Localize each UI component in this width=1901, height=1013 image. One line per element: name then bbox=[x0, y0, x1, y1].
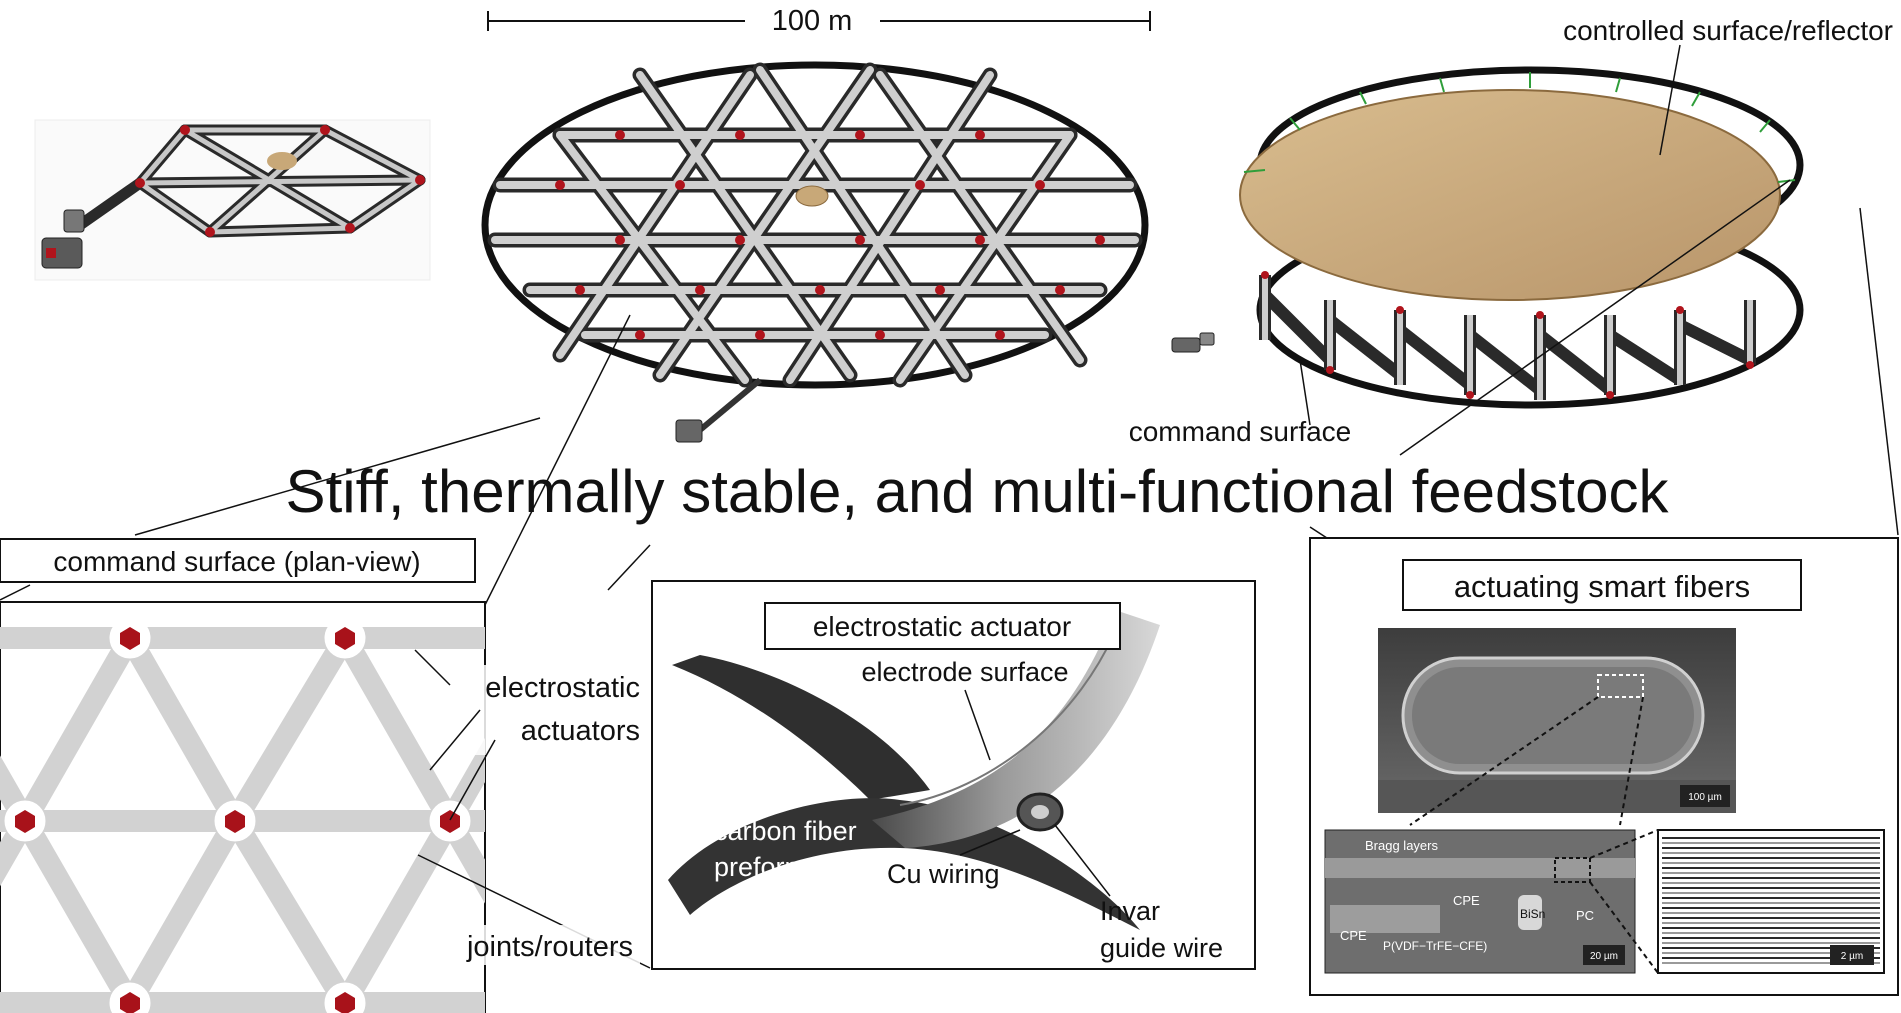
robot-icon bbox=[41, 209, 85, 269]
actuators-label-line-1: electrostatic bbox=[485, 672, 640, 704]
small-hexagon-structure bbox=[34, 119, 431, 281]
scale-20um: 20 µm bbox=[1590, 951, 1618, 962]
reflector-assembly bbox=[1171, 44, 1804, 456]
robot-icon bbox=[675, 377, 762, 443]
fibers-title: actuating smart fibers bbox=[1454, 569, 1750, 604]
carbon-fiber-label-line-2: preform bbox=[714, 852, 807, 882]
actuators-label-line-2: actuators bbox=[521, 715, 640, 747]
headline: Stiff, thermally stable, and multi-funct… bbox=[286, 458, 1670, 525]
scale-bar: 100 m bbox=[487, 5, 1151, 37]
joint-icon bbox=[15, 627, 460, 1013]
cpe-label-1: CPE bbox=[1453, 893, 1480, 908]
robot-icon bbox=[1171, 332, 1215, 353]
pvdf-label: P(VDF−TrFE−CFE) bbox=[1383, 939, 1487, 953]
plan-view-title: command surface (plan-view) bbox=[53, 546, 420, 577]
bragg-layers-label: Bragg layers bbox=[1365, 838, 1438, 853]
cu-wiring-label: Cu wiring bbox=[887, 859, 1000, 889]
joint-icon bbox=[135, 125, 425, 237]
cpe-label-2: CPE bbox=[1340, 928, 1367, 943]
invar-label-line-1: Invar bbox=[1100, 896, 1160, 926]
command-surface-label: command surface bbox=[1129, 416, 1352, 447]
fibers-panel: 100 µm Bragg layers CPE CPE BiSn PC P(VD… bbox=[1309, 207, 1899, 996]
pc-label: PC bbox=[1576, 908, 1594, 923]
scale-2um: 2 µm bbox=[1841, 951, 1863, 962]
scale-100um: 100 µm bbox=[1688, 792, 1722, 803]
reflector-label: controlled surface/reflector bbox=[1563, 15, 1893, 46]
invar-label-line-2: guide wire bbox=[1100, 933, 1223, 963]
large-dome-structure bbox=[481, 61, 1149, 443]
scale-bar-label: 100 m bbox=[772, 5, 853, 37]
carbon-fiber-label-line-1: carbon fiber bbox=[714, 816, 857, 846]
electrode-surface-label: electrode surface bbox=[861, 657, 1068, 687]
plan-view-panel: command surface (plan-view) electrostati… bbox=[0, 314, 651, 1013]
bisn-label: BiSn bbox=[1520, 907, 1545, 921]
actuator-title: electrostatic actuator bbox=[813, 611, 1071, 642]
joints-label: joints/routers bbox=[466, 931, 633, 963]
actuator-panel: electrostatic actuator electrode surface… bbox=[607, 544, 1256, 970]
